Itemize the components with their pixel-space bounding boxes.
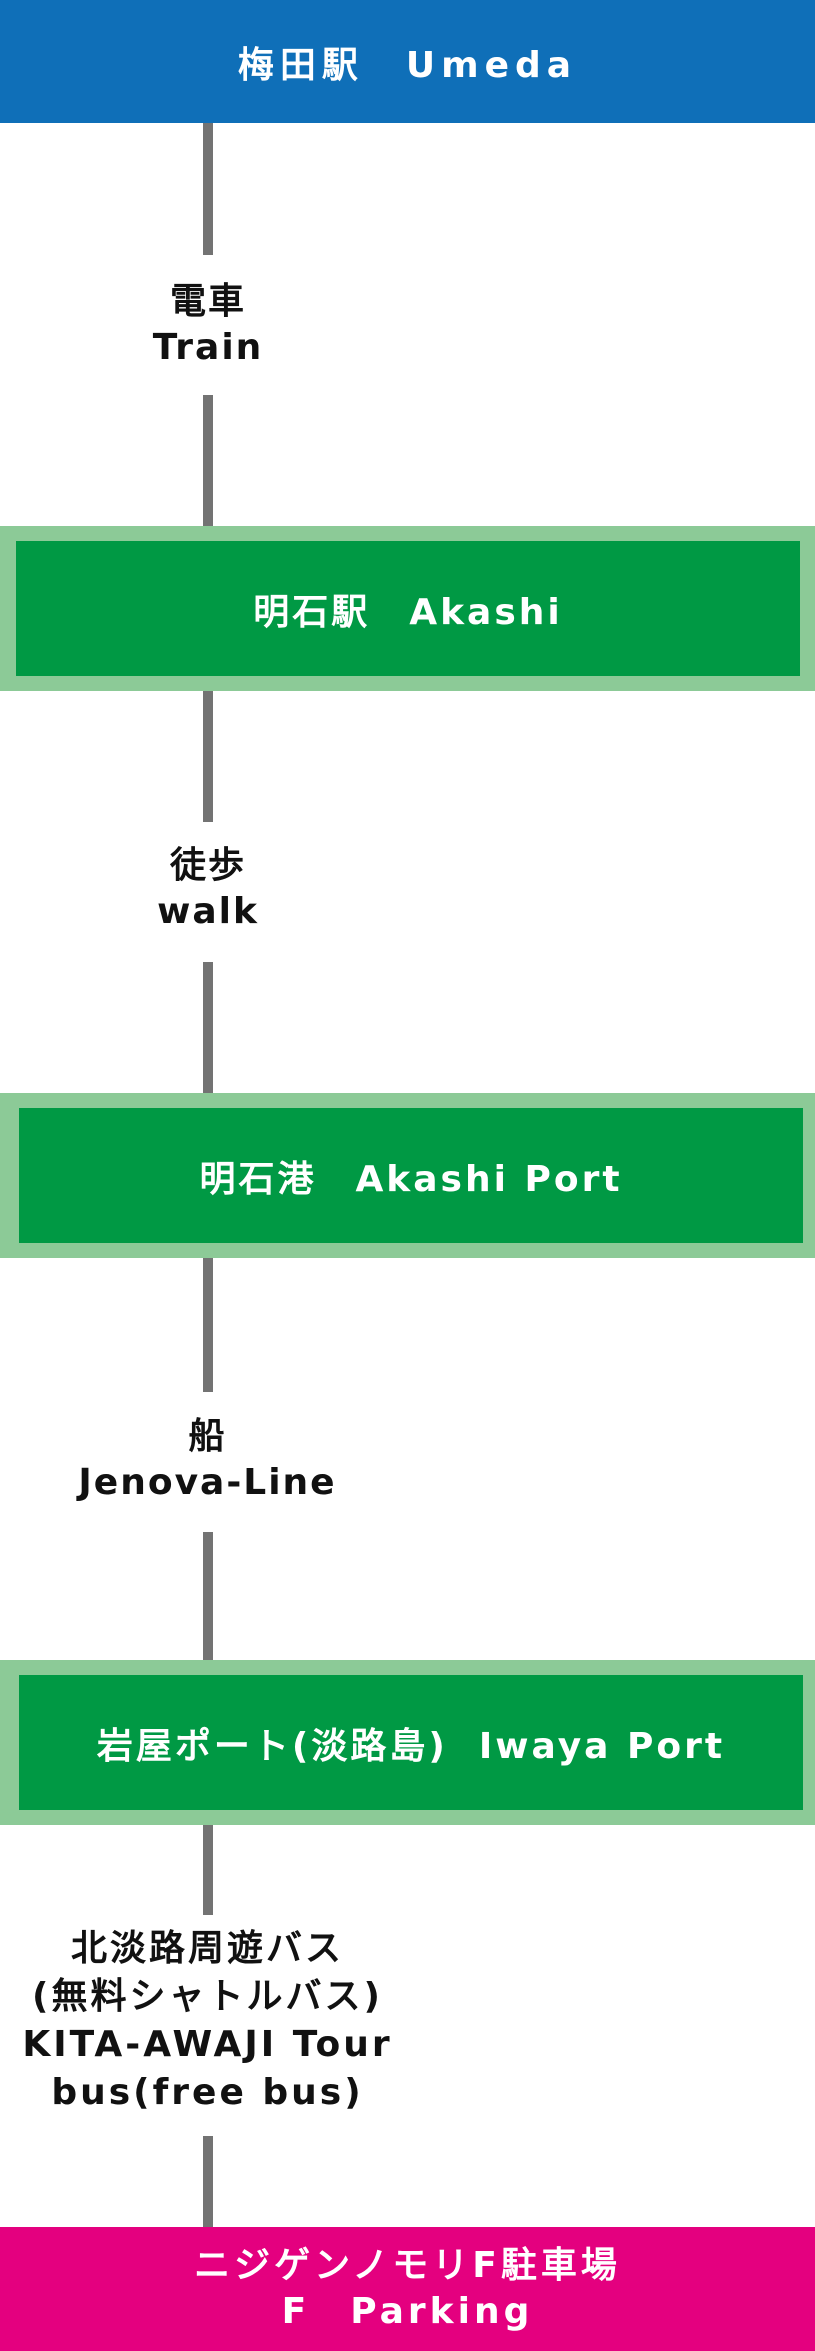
connector-line [203, 691, 213, 822]
station-akashi-port: 明石港 Akashi Port [0, 1093, 815, 1258]
connector-line [203, 2136, 213, 2227]
connector-line [203, 962, 213, 1093]
connector-line [203, 1258, 213, 1392]
destination-f-parking: ニジゲンノモリF駐車場 F Parking [0, 2227, 815, 2351]
station-iwaya-port: 岩屋ポート(淡路島) Iwaya Port [0, 1660, 815, 1825]
connector-line [203, 123, 213, 255]
mode-jp: 電車 [169, 281, 246, 322]
mode-jp: 船 [188, 1416, 227, 1457]
destination-label-en: F Parking [281, 2291, 534, 2332]
mode-jp: 北淡路周遊バス [70, 1928, 344, 1969]
transit-mode-bus: 北淡路周遊バス (無料シャトルバス) KITA-AWAJI Tour bus(f… [0, 1925, 415, 2117]
connector-line [203, 395, 213, 526]
mode-en-note: bus(free bus) [51, 2072, 364, 2113]
mode-en: walk [157, 891, 259, 932]
connector-line [203, 1825, 213, 1915]
station-akashi: 明石駅 Akashi [0, 526, 815, 691]
origin-station-umeda: 梅田駅 Umeda [0, 0, 815, 123]
mode-en: Jenova-Line [78, 1462, 337, 1503]
connector-line [203, 1532, 213, 1660]
mode-jp-note: (無料シャトルバス) [32, 1976, 383, 2017]
mode-en: KITA-AWAJI Tour [22, 2024, 393, 2065]
transit-mode-ferry: 船 Jenova-Line [50, 1414, 365, 1506]
station-label: 明石港 Akashi Port [199, 1158, 623, 1200]
station-label: 岩屋ポート(淡路島) Iwaya Port [96, 1725, 726, 1767]
transit-mode-walk: 徒歩 walk [108, 843, 308, 935]
destination-label-jp: ニジゲンノモリF駐車場 [194, 2245, 621, 2286]
station-label: 明石駅 Akashi [253, 591, 563, 633]
mode-en: Train [152, 327, 264, 368]
mode-jp: 徒歩 [169, 845, 246, 886]
origin-label: 梅田駅 Umeda [237, 44, 578, 86]
transit-mode-train: 電車 Train [108, 279, 308, 371]
